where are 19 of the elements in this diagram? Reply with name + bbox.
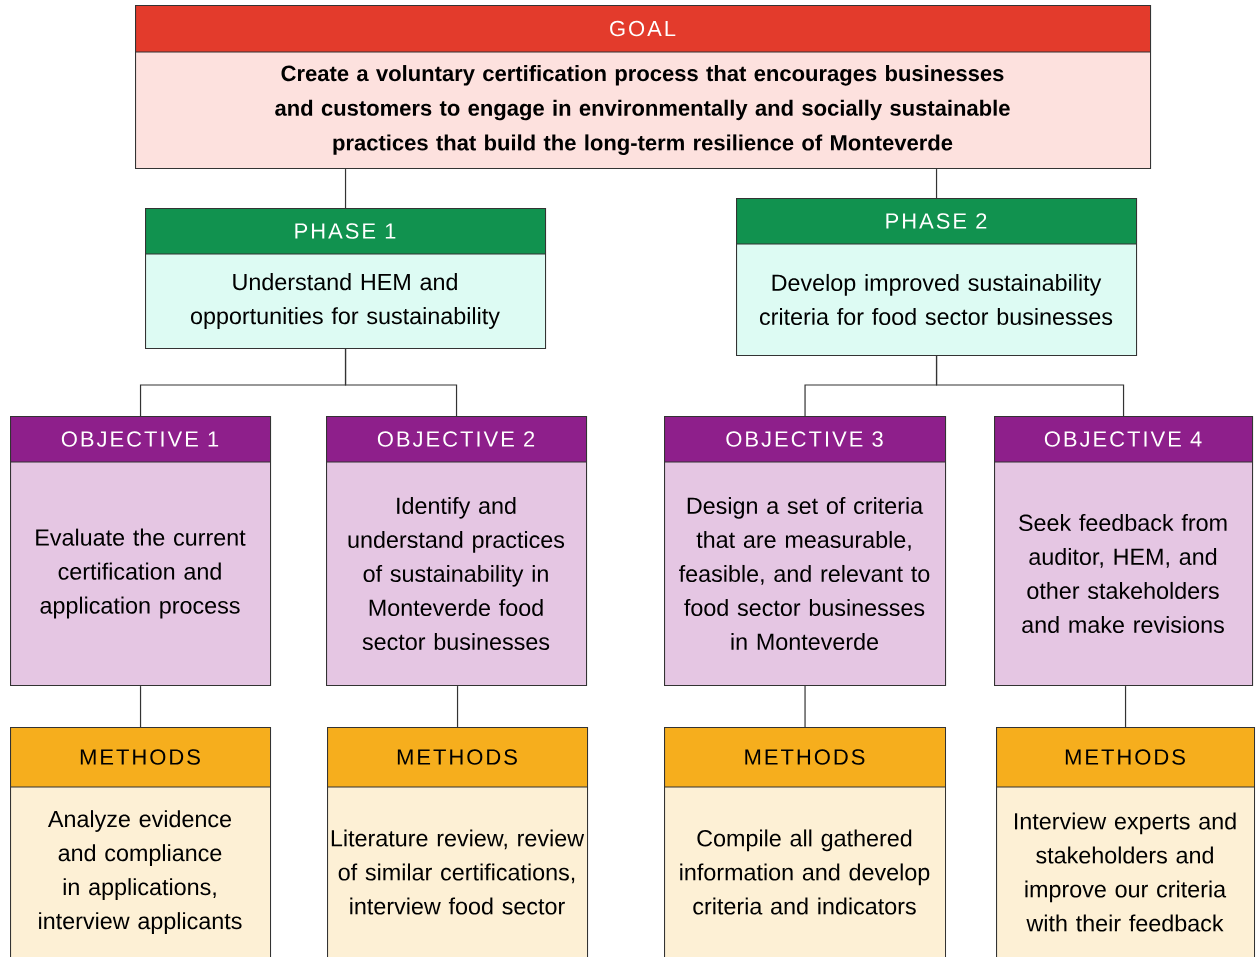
- connector-line: [456, 685, 459, 728]
- phase-box: PHASE 2 Develop improved sustainability criteria for food sector businesses: [735, 198, 1138, 357]
- objective-box: OBJECTIVE 4 Seek feedback from auditor, HEM, and other stakeholders and make revisions: [993, 416, 1254, 687]
- connector-line: [804, 685, 806, 728]
- objective-box: OBJECTIVE 1 Evaluate the current certification and application process: [9, 416, 272, 687]
- connector-line: [139, 685, 142, 728]
- methods-box: METHODS Literature review, review of similar certifications, interview food sector: [326, 727, 589, 957]
- connector-line: [344, 168, 347, 209]
- methods-box: METHODS Compile all gathered information and develop criteria and indicators: [663, 727, 947, 957]
- objective-box: OBJECTIVE 2 Identify and understand practices of sustainability in Monteverde food sector businesses: [325, 416, 588, 687]
- methods-box: METHODS Interview experts and stakeholders and improve our criteria with their feedback: [995, 727, 1256, 957]
- methods-box: METHODS Analyze evidence and compliance in applications, interview applicants: [9, 727, 272, 957]
- connector-line: [344, 348, 458, 417]
- connector-line: [935, 168, 938, 199]
- objective-box: OBJECTIVE 3 Design a set of criteria that are measurable, feasible, and relevant to food sector businesses in Monteverde: [663, 416, 947, 687]
- connector-line: [935, 355, 1125, 417]
- goal-box: GOAL Create a voluntary certification process that encourages businesses and customers to engage in environmentally and socially sustainable practices that build the long-term resilience of Monteverde: [134, 5, 1152, 170]
- connector-line: [1124, 685, 1127, 728]
- phase-box: PHASE 1 Understand HEM and opportunities for sustainability: [144, 208, 547, 350]
